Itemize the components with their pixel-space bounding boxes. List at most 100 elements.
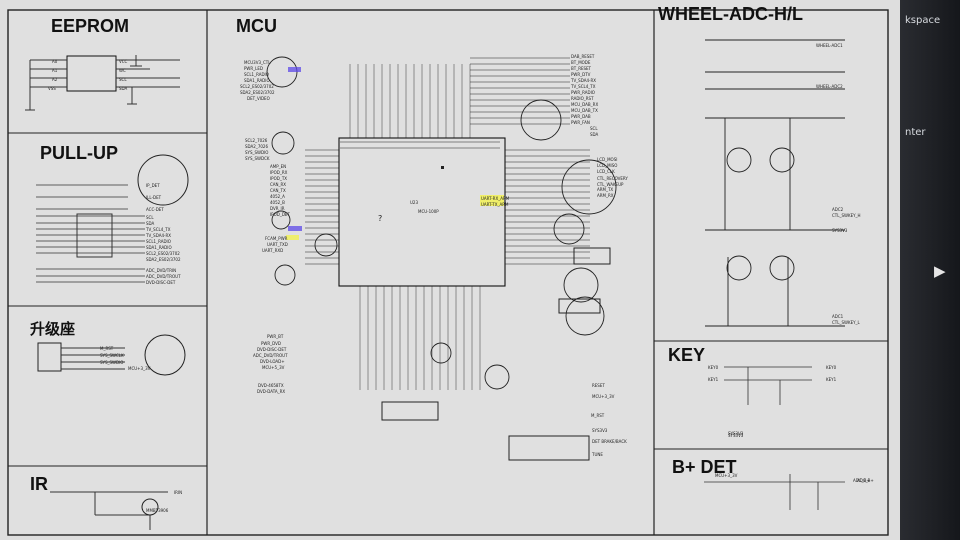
pullup-label-3: SCL xyxy=(146,215,154,220)
mcu-right-label-0: DAB_RESET xyxy=(571,54,595,59)
bottom-label-11: SYS3V3 xyxy=(592,428,608,433)
mcu-right-label-13: SDA xyxy=(590,132,599,137)
pullup-label-13: DVD-DISC-DET xyxy=(146,280,176,285)
mcu-left-label-8: SDA2_7026 xyxy=(245,144,268,149)
right-label-2: ADC2 xyxy=(832,207,844,212)
bottom-label-2: DVD-DISC-DET xyxy=(257,347,287,352)
upgrade-label-1: SYS_SWCLK xyxy=(100,353,124,358)
eeprom-wc: WC xyxy=(119,68,126,73)
right-label-0: WHEEL-ADC1 xyxy=(816,43,843,48)
pullup-label-0: IP_DET xyxy=(146,183,160,188)
mcu-center-3: UART-TX_ARM xyxy=(481,202,509,207)
eeprom-sda: SDA xyxy=(119,86,128,91)
upgrade-label-0: M_RST xyxy=(100,346,114,351)
mcu-left-label-0: MCU3V3_CTL xyxy=(244,60,271,65)
mcu-title: MCU xyxy=(236,16,277,36)
bottom-label-6: DVD-4658TX xyxy=(258,383,284,388)
bplus-label-1: ADC_B+ xyxy=(857,478,874,483)
mcu-right-label-7: RADIO_RST xyxy=(571,96,594,101)
mcu-left-label-19: IPOD_DET xyxy=(270,212,290,217)
wheel-title: WHEEL-ADC-H/L xyxy=(658,4,803,24)
svg-text:?: ? xyxy=(378,214,382,223)
key-label-0: KEY0 xyxy=(708,365,719,370)
mcu-center-8: LCD_CLK xyxy=(597,169,615,174)
bottom-label-5: MCU+5_3V xyxy=(262,365,285,370)
mcu-right-label-4: TV_SDA4-RX xyxy=(570,78,596,83)
eeprom-a0: A0 xyxy=(52,59,58,64)
pullup-label-11: ADC_DVD/TRIN xyxy=(146,268,176,273)
eeprom-scl: SCL xyxy=(119,77,127,82)
mcu-right-label-8: MCU_DAB_RX xyxy=(571,102,598,107)
mcu-left-label-9: SYS_SWDIO xyxy=(245,150,268,155)
mcu-left-label-22: UART_RXD xyxy=(262,248,283,253)
bottom-label-7: DVD-DATA_RX xyxy=(257,389,285,394)
right-label-3: CTL_SWKEY_H xyxy=(832,213,861,218)
mcu-left-label-10: SYS_SWDCK xyxy=(245,156,270,161)
mcu-center-6: LCD_MOSI xyxy=(597,157,617,162)
right-label-4: SYS3V3 xyxy=(832,228,848,233)
ir-title: IR xyxy=(30,474,48,494)
bottom-label-3: ADC_DVD/TROUT xyxy=(253,353,288,358)
mcu-center-5: ARM_RX xyxy=(597,193,614,198)
mcu-left-label-17: 4052_B xyxy=(270,200,285,205)
right-label-8: KEY1 xyxy=(826,377,837,382)
key-label-1: KEY1 xyxy=(708,377,719,382)
label-layer: A0 A1 A2 VSS VCC WC SCL SDA MCU3V3_CTL P… xyxy=(48,43,874,513)
monitor-text-mid: nter xyxy=(905,127,926,138)
mcu-left-label-7: SCL2_7026 xyxy=(245,138,268,143)
ir-label-1: MMBT3906 xyxy=(146,508,169,513)
pullup-label-2: ACC-DET xyxy=(146,207,164,212)
right-label-7: KEY0 xyxy=(826,365,837,370)
pullup-label-10: SDA2_ES02/3702 xyxy=(146,257,181,262)
pullup-label-9: SCL2_ES02/3702 xyxy=(146,251,180,256)
mcu-right-label-5: TV_SCL4_TX xyxy=(570,84,596,89)
right-label-5: ADC1 xyxy=(832,314,844,319)
mcu-left-label-12: IPOD_RX xyxy=(270,170,288,175)
bottom-label-0: PWR_BT xyxy=(267,334,284,339)
pullup-title: PULL-UP xyxy=(40,143,118,163)
mcu-left-label-4: SCL2_ES02/3702 xyxy=(240,84,274,89)
pullup-label-12: ADC_DVD/TROUT xyxy=(146,274,181,279)
eeprom-vss: VSS xyxy=(48,86,56,91)
pullup-label-7: SCL1_RADIO xyxy=(146,239,171,244)
pullup-label-5: TV_SCL4_TX xyxy=(145,227,171,232)
mcu-center-7: LCD_MISO xyxy=(597,163,617,168)
mcu-left-label-5: SDA2_ES02/3702 xyxy=(240,90,275,95)
right-label-10: ADC_B+ xyxy=(853,478,870,483)
schematic-sheet: ? xyxy=(7,9,889,536)
bottom-label-4: DVD-LOAD+ xyxy=(260,359,285,364)
mcu-center-9: CTL_RECOVERY xyxy=(597,176,628,181)
mcu-left-label-20: FCAM_PWR xyxy=(265,236,288,241)
mcu-left-label-3: SDA1_RADIO xyxy=(244,78,270,83)
mcu-center-4: ARM_TX xyxy=(597,187,613,192)
bottom-label-13: TUNE xyxy=(591,452,603,457)
mcu-right-label-12: SCL xyxy=(590,126,598,131)
right-label-1: WHEEL-ADC2 xyxy=(816,84,843,89)
mcu-center-0: MCU-100P xyxy=(418,209,439,214)
pullup-label-1: ILL-DET xyxy=(146,195,162,200)
eeprom-vcc: VCC xyxy=(119,59,128,64)
right-label-6: CTL_SWKEY_L xyxy=(832,320,861,325)
key-title: KEY xyxy=(668,345,706,365)
right-label-9: SYS3V3 xyxy=(728,431,744,436)
mcu-center-10: CTL_WAKEUP xyxy=(597,182,624,187)
bottom-label-9: MCU+3_3V xyxy=(592,394,615,399)
bottom-label-12: DET BRAKE/BACK xyxy=(592,439,627,444)
mcu-left-label-21: UART_TXD xyxy=(267,242,288,247)
upgrade-title: 升级座 xyxy=(30,321,76,338)
eeprom-a2: A2 xyxy=(52,77,58,82)
eeprom-title: EEPROM xyxy=(51,16,130,36)
pullup-label-8: SDA1_RADIO xyxy=(146,245,172,250)
upgrade-label-3: MCU+3_3V xyxy=(128,366,151,371)
bplus-label-0: MCU+3_3V xyxy=(715,473,738,478)
pullup-label-4: SDA xyxy=(146,221,155,226)
bottom-label-8: RESET xyxy=(592,383,605,388)
mcu-left-label-6: DET_VIDEO xyxy=(247,96,270,101)
mcu-left-label-18: DVR_IR xyxy=(270,206,285,211)
bottom-label-1: PWR_DVD xyxy=(261,341,281,346)
mcu-center-2: UART-RX_ARM xyxy=(481,196,510,201)
upgrade-label-2: SYS_SWDIO xyxy=(100,360,123,365)
mcu-right-label-2: BT_RESET xyxy=(571,66,592,71)
mcu-left-label-15: CAN_TX xyxy=(270,188,286,193)
